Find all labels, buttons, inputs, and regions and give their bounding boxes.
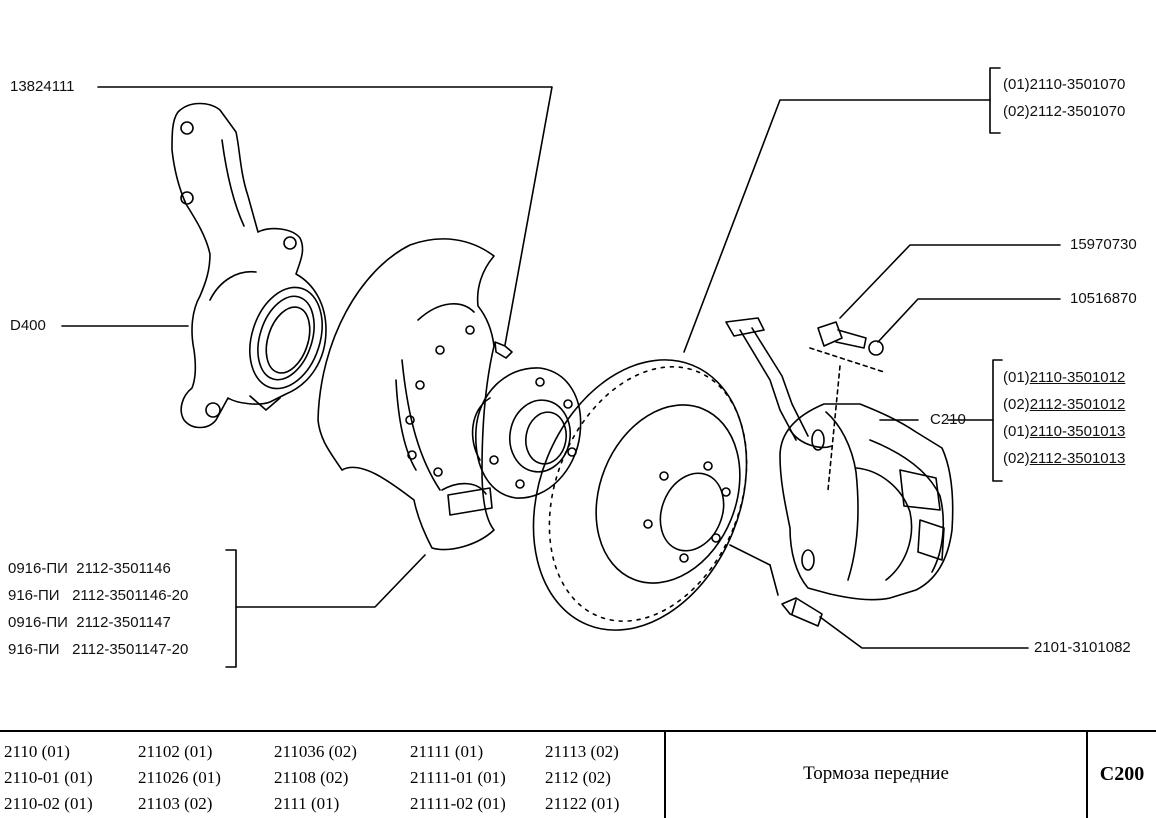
callout-caliper: C210	[930, 411, 966, 428]
callout-caliper-part-1: (01)2110-3501012	[1003, 369, 1126, 386]
callout-shield-2: 916-ПИ 2112-3501146-20	[8, 587, 189, 604]
model-cell: 21122 (01)	[545, 794, 620, 813]
brackets	[225, 67, 1003, 668]
caliper-bolt	[809, 321, 885, 491]
model-cell: 21113 (02)	[545, 742, 619, 761]
model-cell: 21108 (02)	[274, 768, 349, 787]
model-cell: 2112 (02)	[545, 768, 611, 787]
divider	[1086, 732, 1088, 818]
model-cell: 2110-01 (01)	[4, 768, 93, 787]
callout-disc-1: (01)2110-3501070	[1003, 76, 1126, 93]
callout-washer: 10516870	[1070, 290, 1137, 307]
callout-guide-pin: 2101-3101082	[1034, 639, 1131, 656]
callout-bolt: 15970730	[1070, 236, 1137, 253]
title-block: 2110 (01) 2110-01 (01) 2110-02 (01) 2110…	[0, 730, 1156, 818]
callout-knuckle-bolt: 13824111	[10, 78, 75, 95]
model-cell: 211026 (01)	[138, 768, 221, 787]
model-cell: 21111-02 (01)	[410, 794, 506, 813]
model-list: 2110 (01) 2110-01 (01) 2110-02 (01) 2110…	[0, 732, 664, 816]
divider	[664, 732, 666, 818]
callout-knuckle: D400	[10, 317, 46, 334]
model-cell: 211036 (02)	[274, 742, 357, 761]
model-cell: 21111-01 (01)	[410, 768, 506, 787]
callout-shield-4: 916-ПИ 2112-3501147-20	[8, 641, 189, 658]
section-code: C200	[1099, 762, 1145, 785]
model-cell: 21103 (02)	[138, 794, 213, 813]
callout-caliper-part-2: (02)2112-3501012	[1003, 396, 1126, 413]
callout-disc-2: (02)2112-3501070	[1003, 103, 1126, 120]
brake-caliper	[779, 403, 954, 601]
page-title: Тормоза передние	[803, 763, 949, 784]
guide-pin	[781, 597, 823, 627]
brake-assembly-diagram	[61, 67, 1061, 668]
callout-shield-3: 0916-ПИ 2112-3501147	[8, 614, 171, 631]
model-cell: 2111 (01)	[274, 794, 340, 813]
brake-hose	[725, 317, 833, 449]
model-cell: 21102 (01)	[138, 742, 213, 761]
callout-caliper-part-3: (01)2110-3501013	[1003, 423, 1126, 440]
dust-shield	[317, 238, 495, 551]
brake-disc	[532, 359, 748, 631]
steering-knuckle	[171, 102, 327, 429]
model-cell: 2110-02 (01)	[4, 794, 93, 813]
leader-lines	[61, 86, 1061, 649]
callout-caliper-part-4: (02)2112-3501013	[1003, 450, 1126, 467]
knuckle-bolt	[494, 341, 513, 359]
model-cell: 21111 (01)	[410, 742, 484, 761]
model-cell: 2110 (01)	[4, 742, 70, 761]
callout-shield-1: 0916-ПИ 2112-3501146	[8, 560, 171, 577]
wheel-hub	[471, 367, 582, 499]
